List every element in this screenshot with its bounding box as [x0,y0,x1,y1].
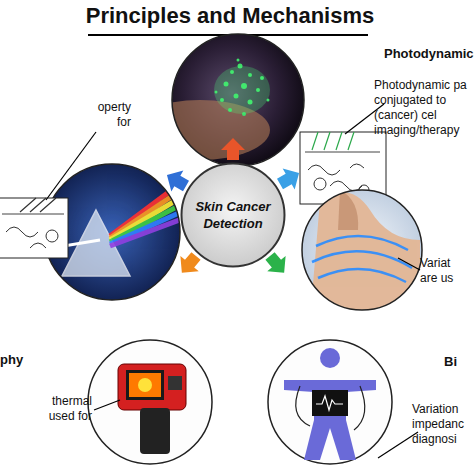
description-text: operty for [85,100,131,130]
circle-outline [180,162,286,268]
cell-sketch-inset [0,198,68,258]
center-circle: Skin Cancer Detection [180,162,286,268]
section-heading: Bi [444,354,474,369]
figure-title: Principles and Mechanisms [60,2,400,30]
leader-line [46,132,96,200]
section-heading: phy [0,352,40,367]
direction-arrows [161,138,305,281]
description-text: Variation impedanc diagnosi [412,402,474,447]
description-text: Photodynamic pa conjugated to (cancer) c… [374,78,474,138]
node-label: Skin Cancer Detection [180,162,286,268]
description-text: Variat are us [420,256,470,286]
bioimpedance-photo [268,340,392,464]
leader-line [94,400,120,410]
leader-line [398,258,420,270]
description-text: thermal used for [32,394,92,424]
photodynamic-photo [130,34,304,166]
thermal-camera-photo [88,340,212,464]
vibration-photo [302,190,422,320]
section-heading: Photodynamic [384,46,474,61]
